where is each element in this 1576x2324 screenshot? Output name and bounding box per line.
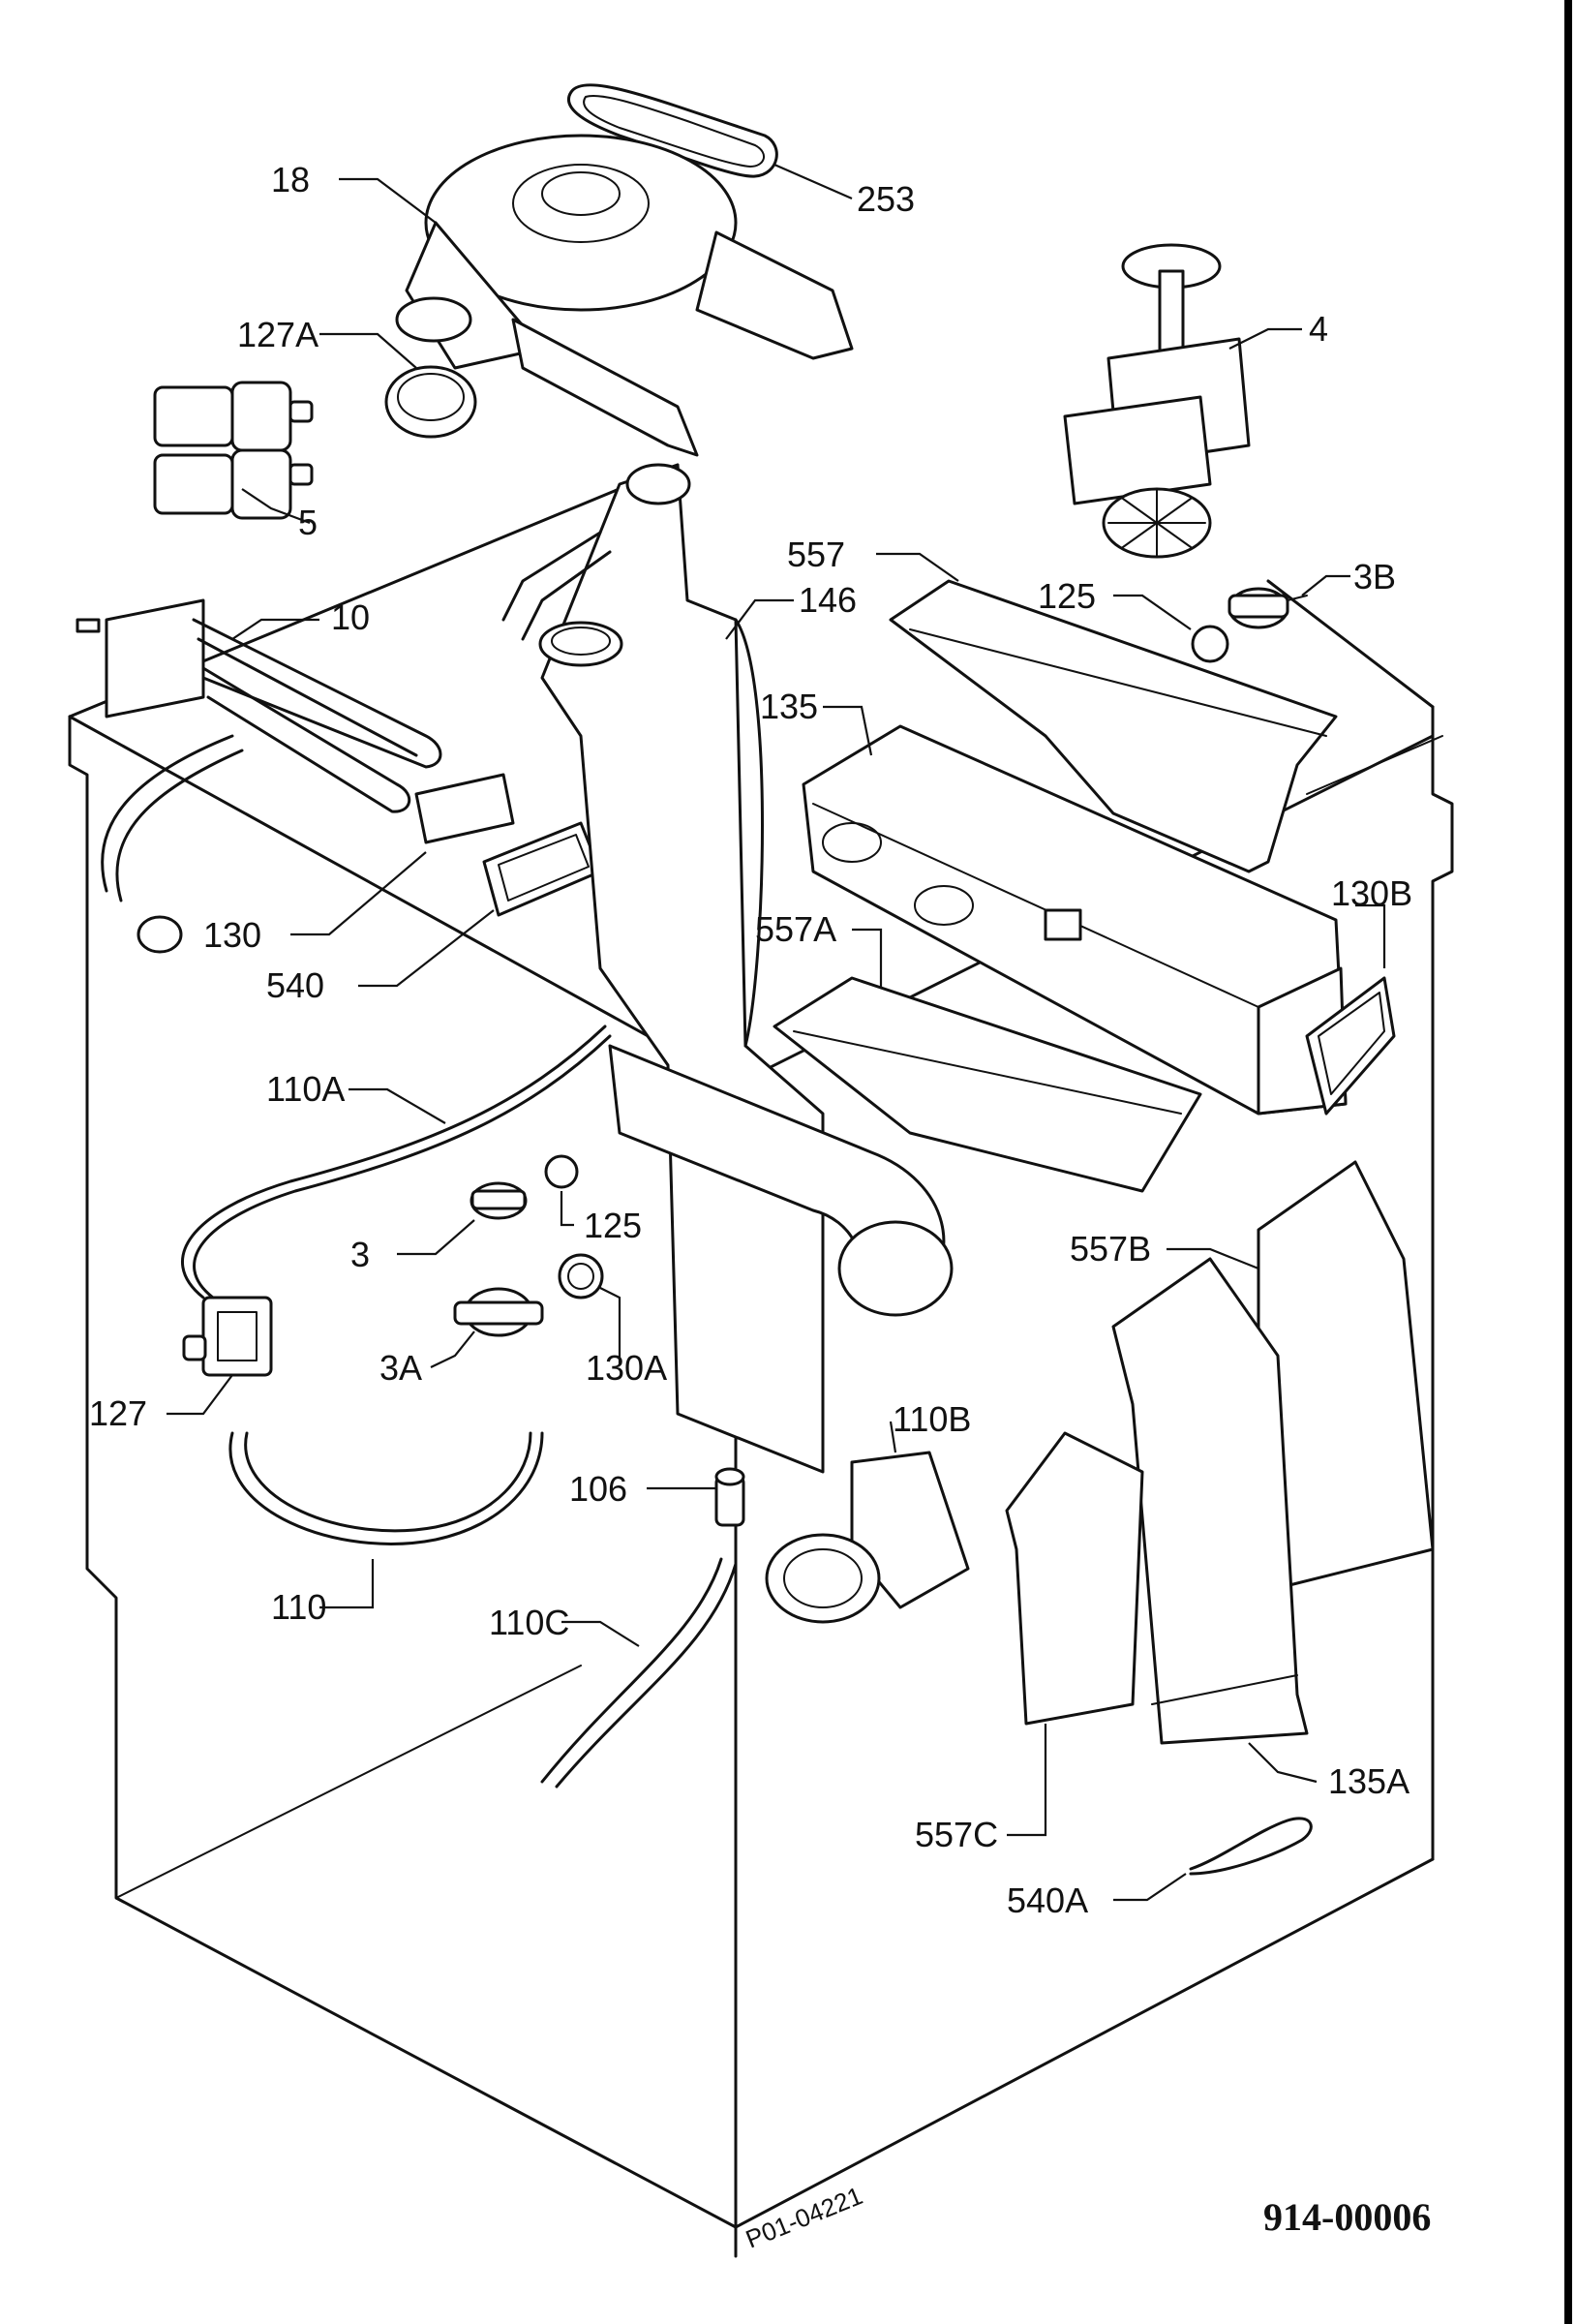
cover-557c: [1005, 1431, 1144, 1726]
pump-motor: [1063, 243, 1251, 559]
o-ring-upper: [1191, 625, 1229, 663]
hose-110a: [181, 1024, 612, 1300]
label-146: 146: [799, 580, 857, 620]
heating-element: [76, 598, 515, 954]
hose-110: [228, 1431, 544, 1545]
leader-lines: [167, 163, 1386, 1902]
cover-557a: [773, 976, 1202, 1193]
label-127: 127: [89, 1393, 147, 1433]
air-duct: [501, 463, 954, 1474]
label-253: 253: [857, 179, 915, 219]
label-557b: 557B: [1070, 1229, 1151, 1269]
hose-110c: [540, 1557, 738, 1789]
label-130a: 130A: [586, 1348, 667, 1388]
label-125-upper: 125: [1038, 576, 1096, 616]
thermostat-3a: [453, 1287, 544, 1337]
bellows-110b: [765, 1451, 970, 1624]
switch-127: [182, 1296, 273, 1377]
label-130b: 130B: [1331, 873, 1412, 913]
cover-557: [889, 579, 1338, 873]
label-540: 540: [266, 965, 324, 1005]
gasket-540: [482, 821, 602, 917]
thermostat-3: [470, 1181, 528, 1220]
drive-belt: [567, 83, 778, 178]
fan-housing: [395, 134, 854, 457]
part-labels: 18 253 127A 4 5 557 125 3B 10 146 135 13…: [89, 160, 1412, 1920]
label-557: 557: [787, 535, 845, 574]
label-3: 3: [350, 1235, 370, 1274]
water-valve: [153, 381, 314, 520]
o-ring-lower: [544, 1154, 579, 1189]
duct-cover-557b: [1111, 1160, 1435, 1745]
gasket-130b: [1305, 976, 1396, 1116]
label-10: 10: [331, 597, 370, 637]
label-3b: 3B: [1353, 557, 1396, 596]
connector-106: [714, 1467, 745, 1527]
label-110c: 110C: [489, 1603, 569, 1642]
label-557a: 557A: [755, 909, 836, 949]
label-130: 130: [203, 915, 261, 955]
label-110: 110: [271, 1587, 326, 1627]
label-106: 106: [569, 1469, 627, 1509]
retaining-clip-540a: [1189, 1817, 1313, 1876]
label-4: 4: [1309, 309, 1328, 349]
label-5: 5: [298, 503, 318, 542]
label-3a: 3A: [379, 1348, 422, 1388]
thermostat-3b: [1227, 587, 1308, 629]
label-110b: 110B: [893, 1399, 971, 1439]
label-540a: 540A: [1007, 1881, 1088, 1920]
document-number: 914-00006: [1263, 2195, 1431, 2239]
rubber-ring: [384, 365, 477, 439]
seal-130a: [558, 1253, 604, 1300]
label-135: 135: [760, 687, 818, 726]
label-110a: 110A: [266, 1069, 345, 1109]
label-127a: 127A: [237, 315, 318, 354]
label-18: 18: [271, 160, 310, 199]
label-125-lower: 125: [584, 1206, 642, 1245]
label-557c: 557C: [915, 1815, 998, 1854]
label-135a: 135A: [1328, 1761, 1409, 1801]
